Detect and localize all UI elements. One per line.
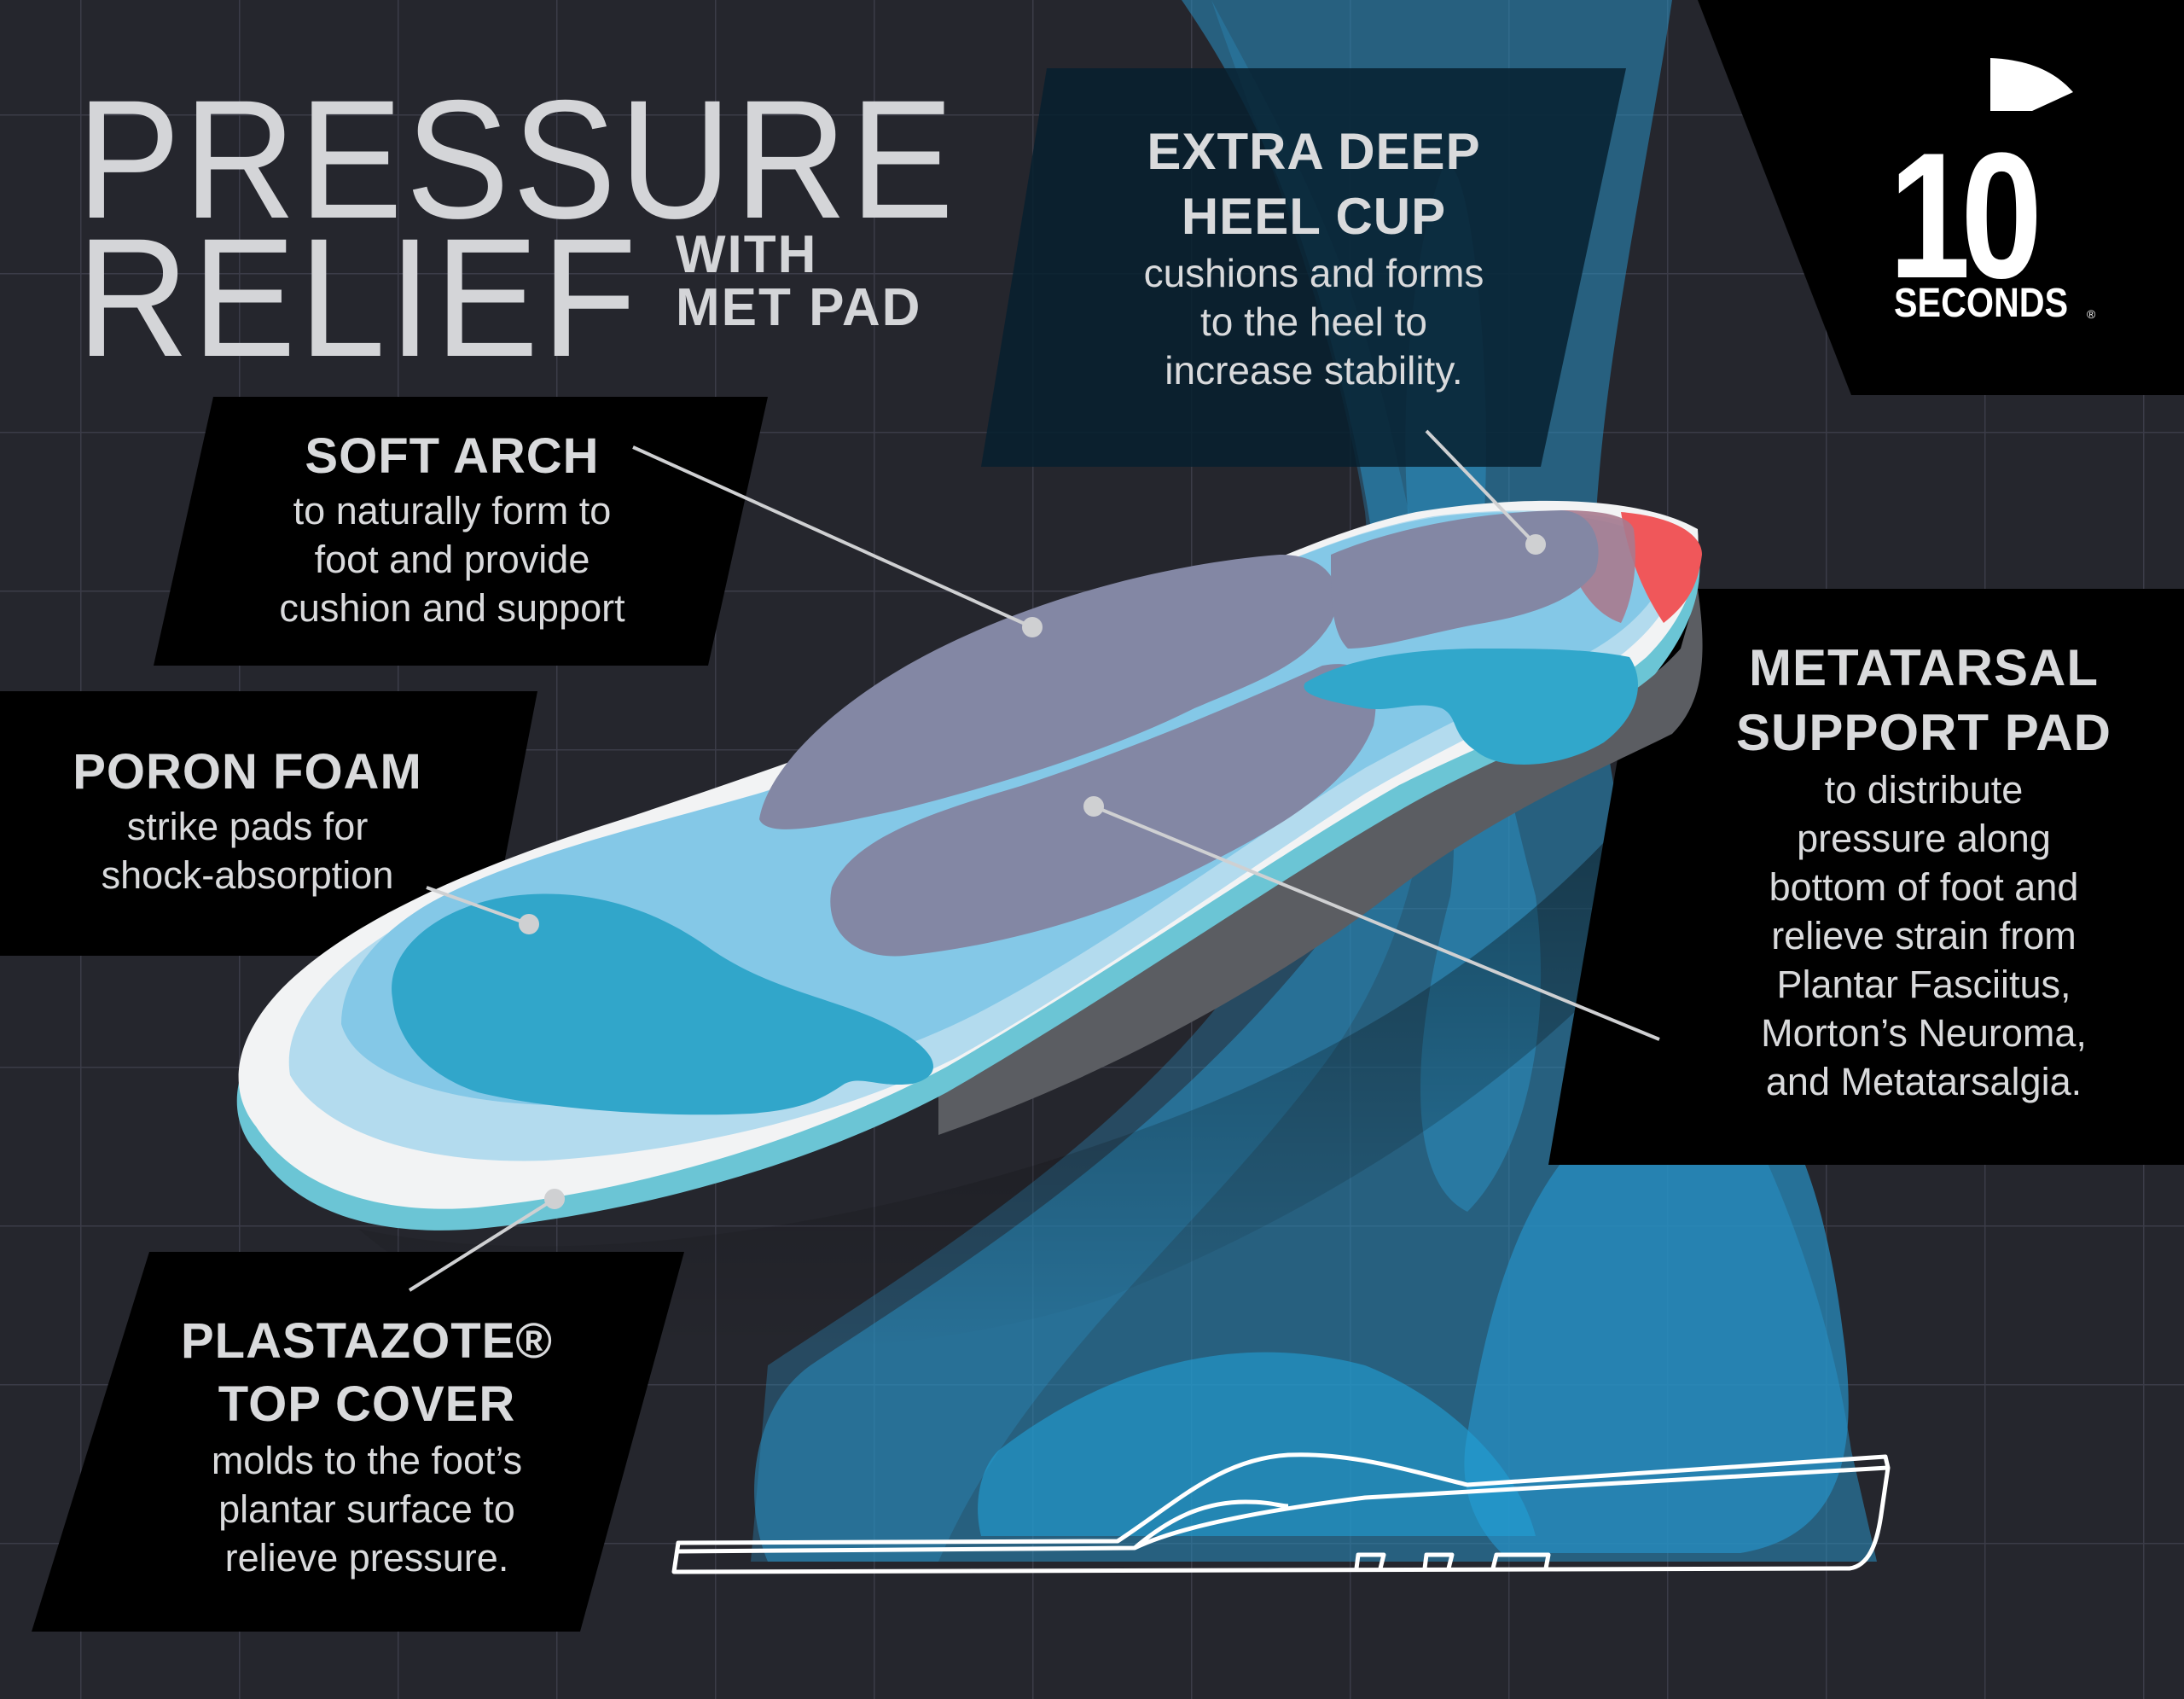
logo-number: 10 [1889, 115, 2042, 316]
title-line-2: RELIEF [77, 203, 640, 392]
callout-heading: PLASTAZOTE® TOP COVER [180, 1313, 554, 1432]
callout-metatarsal-pad: METATARSAL SUPPORT PAD to distribute pre… [1698, 636, 2150, 1106]
insole-profile-outline [671, 1452, 1891, 1574]
leader-lines [408, 429, 1660, 1292]
callout-body: to naturally form to foot and provide cu… [279, 489, 625, 630]
logo-flag-icon [1990, 58, 2073, 111]
poron-foam-panel [0, 691, 537, 956]
callout-poron-foam: PORON FOAM strike pads for shock-absorpt… [34, 742, 461, 899]
callout-heading: SOFT ARCH [305, 428, 600, 484]
brand-logo: 10 SECONDS ® [1877, 51, 2107, 341]
callout-heading: EXTRA DEEP HEEL CUP [1147, 123, 1481, 245]
callout-heading: METATARSAL SUPPORT PAD [1736, 639, 2111, 761]
callout-body: to distribute pressure along bottom of f… [1761, 768, 2087, 1103]
callout-body: cushions and forms to the heel to increa… [1143, 251, 1484, 393]
title-line-1: PRESSURE [77, 65, 957, 253]
plastazote-panel [32, 1252, 684, 1632]
logo-wordmark: SECONDS [1894, 281, 2069, 326]
soft-arch-panel [154, 397, 768, 666]
logo-panel [1698, 0, 2184, 395]
callout-plastazote-top-cover: PLASTAZOTE® TOP COVER molds to the foot’… [136, 1310, 597, 1582]
callout-heading: PORON FOAM [73, 744, 422, 800]
arch-pad [759, 555, 1338, 829]
title-subtitle: WITH MET PAD [676, 229, 921, 335]
poron-pad [392, 893, 933, 1115]
insole-side [938, 589, 1703, 1135]
callout-soft-arch: SOFT ARCH to naturally form to foot and … [222, 427, 682, 632]
title-sub-line-1: WITH [676, 225, 818, 284]
callout-heel-cup: EXTRA DEEP HEEL CUP cushions and forms t… [1066, 119, 1561, 395]
title-sub-line-2: MET PAD [676, 278, 922, 337]
callout-body: strike pads for shock-absorption [101, 805, 394, 897]
heel-cup-panel [981, 68, 1626, 467]
heel-cup-area [1621, 512, 1702, 623]
logo-registered-mark: ® [2087, 307, 2096, 321]
callout-body: molds to the foot’s plantar surface to r… [211, 1439, 523, 1580]
